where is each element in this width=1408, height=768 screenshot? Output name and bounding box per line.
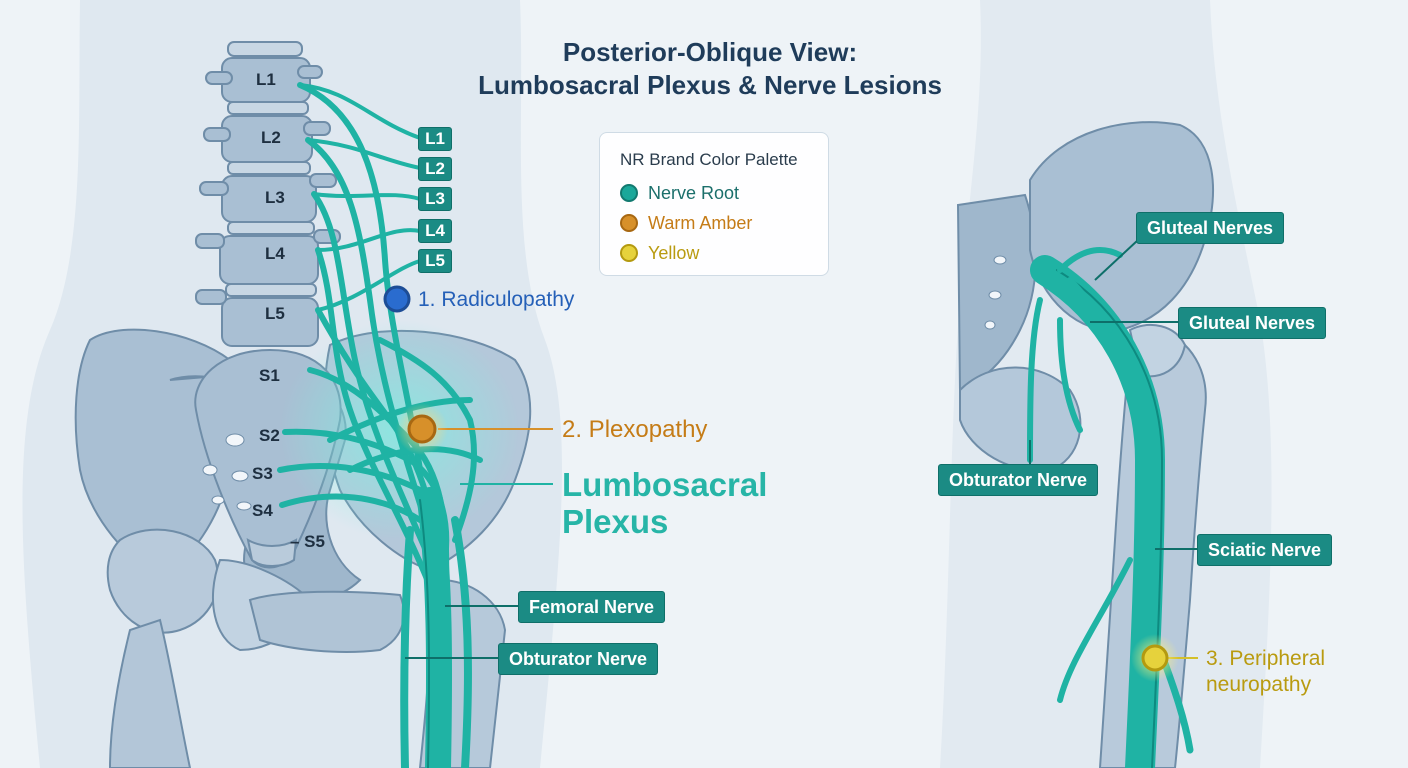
legend-item-warm-amber: Warm Amber (620, 211, 752, 235)
nerve-root-swatch (620, 184, 638, 202)
peripheral-label-line-1: 3. Peripheral (1206, 647, 1326, 670)
root-tag-l1: L1 (418, 127, 452, 151)
title-line-2: Lumbosacral Plexus & Nerve Lesions (478, 70, 942, 100)
vertebra-label-l4: L4 (265, 244, 285, 263)
diagram-title: Posterior-Oblique View: Lumbosacral Plex… (420, 36, 1000, 102)
legend-label: Yellow (648, 242, 700, 263)
vertebra-label-s2: S2 (259, 426, 280, 445)
root-tag-l5: L5 (418, 249, 452, 273)
plexus-label-line-2: Plexus (562, 503, 669, 540)
legend-label: Nerve Root (648, 182, 740, 203)
vertebra-label-s5: – S5 (290, 532, 325, 551)
plexopathy-label: 2. Plexopathy (562, 416, 708, 443)
femoral-nerve-tag: Femoral Nerve (518, 591, 666, 623)
title-line-1: Posterior-Oblique View: (562, 37, 858, 67)
left-pointer-lines (405, 428, 553, 659)
vertebra-label-l2: L2 (261, 128, 281, 147)
gluteal-nerves-tag-upper: Gluteal Nerves (1136, 212, 1285, 244)
vertebra-label-s1: S1 (259, 366, 280, 385)
color-palette-legend: NR Brand Color Palette Nerve Root Warm A… (599, 132, 829, 276)
legend-title: NR Brand Color Palette (620, 150, 798, 169)
vertebra-label-l3: L3 (265, 188, 285, 207)
radiculopathy-marker (383, 285, 411, 313)
vertebra-label-s3: S3 (252, 464, 273, 483)
peripheral-neuropathy-marker (1131, 634, 1179, 682)
legend-label: Warm Amber (648, 212, 753, 233)
plexopathy-marker (396, 403, 448, 455)
right-sacral-foramina (984, 255, 1007, 330)
vertebra-label-l5: L5 (265, 304, 285, 323)
gluteal-nerves-tag-lower: Gluteal Nerves (1178, 307, 1327, 339)
root-tag-l2: L2 (418, 157, 452, 181)
warm-amber-swatch (620, 214, 638, 232)
right-obturator-nerve-tag: Obturator Nerve (938, 464, 1099, 496)
sacral-foramina (202, 433, 252, 511)
lumbosacral-plexus-label: Lumbosacral Plexus (562, 466, 767, 540)
plexus-label-line-1: Lumbosacral (562, 466, 768, 503)
vertebra-label-l1: L1 (256, 70, 276, 89)
left-nerve-trunks (400, 487, 472, 768)
root-tag-l3: L3 (418, 187, 452, 211)
legend-item-nerve-root: Nerve Root (620, 181, 739, 205)
left-obturator-nerve-tag: Obturator Nerve (498, 643, 659, 675)
vertebra-label-s4: S4 (252, 501, 273, 520)
radiculopathy-label: 1. Radiculopathy (418, 288, 575, 311)
yellow-swatch (620, 244, 638, 262)
root-tag-l4: L4 (418, 219, 452, 243)
sciatic-nerve-tag: Sciatic Nerve (1197, 534, 1333, 566)
legend-item-yellow: Yellow (620, 241, 699, 265)
peripheral-neuropathy-label: 3. Peripheral neuropathy (1206, 646, 1325, 698)
peripheral-label-line-2: neuropathy (1206, 673, 1312, 696)
